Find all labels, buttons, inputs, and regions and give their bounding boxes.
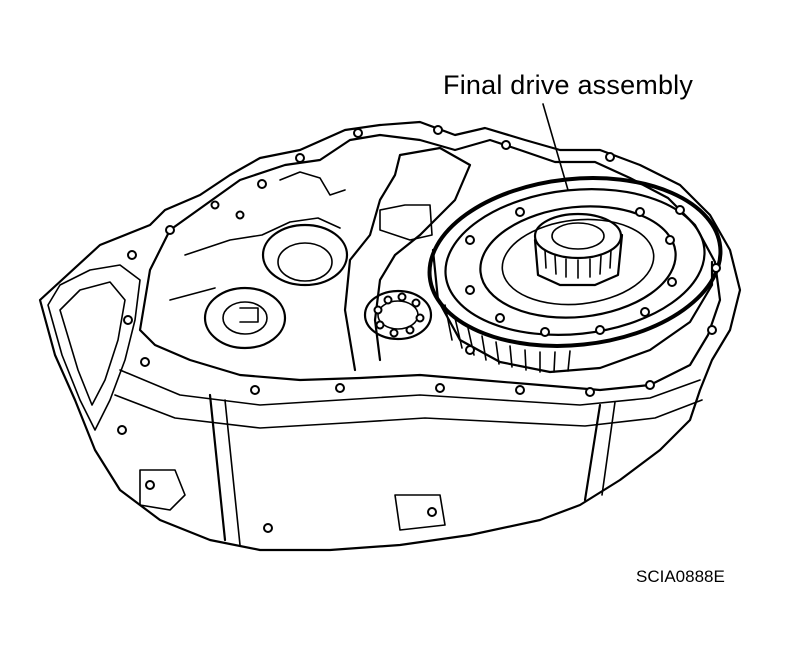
- lower-bore-outer: [203, 286, 287, 350]
- final-drive-assembly-label: Final drive assembly: [443, 70, 694, 100]
- bearing-outer: [363, 289, 433, 341]
- side-gear-splines: [544, 249, 612, 279]
- case-flange-rim: [138, 133, 722, 392]
- side-gear-body: [533, 233, 624, 287]
- differential-case-inner: [501, 218, 655, 306]
- case-center-wall: [343, 146, 472, 372]
- bearing-rollers: [373, 292, 425, 338]
- case-flange-lip: [119, 369, 701, 406]
- case-left-lobe-inner: [59, 281, 126, 406]
- ring-gear-bolt-holes: [465, 207, 677, 337]
- case-center-slot: [379, 204, 433, 241]
- final-drive-assembly: [427, 176, 723, 374]
- left-bore-inner: [277, 242, 333, 282]
- case-bottom-boss: [139, 469, 186, 511]
- case-internal-web-2: [169, 287, 216, 301]
- case-flange-lip-2: [114, 394, 703, 429]
- side-gear-top: [533, 212, 623, 260]
- case-rib-left: [208, 393, 227, 542]
- case-bottom-boss-2: [394, 494, 446, 531]
- callout-leader-line: [542, 103, 569, 191]
- ring-gear-face: [444, 188, 706, 336]
- ring-gear-side: [431, 248, 714, 374]
- case-rib-right: [583, 403, 602, 502]
- lower-bore-inner: [222, 301, 268, 335]
- lower-bore-seal: [239, 307, 259, 323]
- differential-case-outer: [479, 205, 677, 319]
- side-gear-bore: [551, 222, 605, 250]
- case-lower-body: [38, 120, 742, 552]
- left-bore-outer: [261, 223, 349, 287]
- ring-gear-teeth: [444, 304, 571, 373]
- ring-gear-outline: [427, 176, 723, 348]
- case-bolt-holes: [117, 125, 721, 533]
- case-internal-web: [184, 217, 341, 256]
- figure-code: SCIA0888E: [636, 567, 725, 586]
- case-internal-web-3: [279, 171, 346, 196]
- case-rib-left-2: [224, 399, 241, 546]
- case-left-lobe: [47, 264, 141, 431]
- case-rib-right-2: [601, 401, 616, 496]
